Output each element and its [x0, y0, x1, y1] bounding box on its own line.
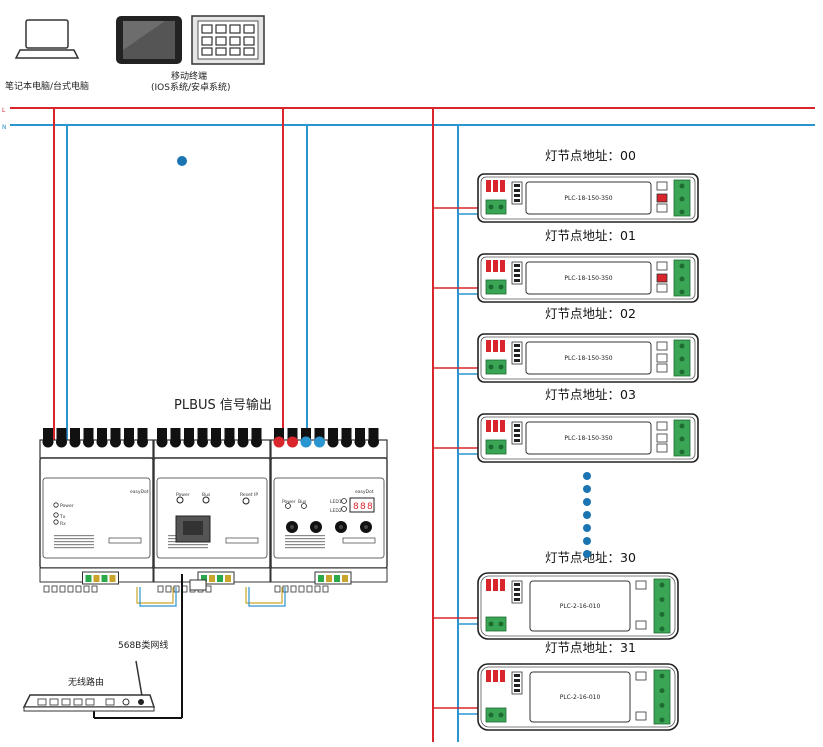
mobile-label: 移动终端 — [171, 70, 207, 82]
node-address-label: 灯节点地址：31 — [545, 640, 636, 655]
led-indicator — [341, 506, 347, 512]
controller-module-left — [39, 428, 154, 593]
right-bus-label: Bus — [298, 499, 307, 505]
left-rx-label: Rx — [60, 521, 66, 527]
left-tx-label: Tx — [59, 514, 66, 520]
node-address-label: 灯节点地址：03 — [545, 387, 636, 402]
mid-bus-label: Bus — [202, 492, 211, 498]
segment-display — [349, 497, 375, 513]
wall-panel-icon — [191, 15, 265, 65]
cable-label: 568B类网线 — [118, 639, 168, 651]
continuation-dot — [583, 485, 591, 493]
right-power-label: Power — [282, 499, 296, 505]
left-power-label: Power — [60, 503, 74, 509]
tablet-icon — [116, 16, 182, 64]
svg-text:8: 8 — [353, 502, 359, 512]
node-model-label: PLC-2-16-010 — [560, 603, 601, 610]
led-indicator — [285, 503, 291, 509]
led-indicator — [53, 502, 59, 508]
right-led2-label: LED2 — [330, 508, 342, 514]
continuation-dot — [583, 472, 591, 480]
continuation-dot — [583, 498, 591, 506]
laptop-label: 笔记本电脑/台式电脑 — [5, 80, 89, 92]
node-model-label: PLC-18-150-350 — [564, 355, 612, 362]
led-indicator — [176, 496, 184, 504]
mid-power-label: Power — [176, 492, 190, 498]
led-indicator — [53, 519, 59, 525]
mobile-sublabel: (IOS系统/安卓系统) — [151, 81, 231, 93]
neutral-label: N — [2, 124, 7, 131]
right-led1-label: LED1 — [330, 499, 342, 505]
node-model-label: PLC-18-150-350 — [564, 195, 612, 202]
node-address-label: 灯节点地址：00 — [545, 148, 636, 163]
router-icon — [22, 660, 156, 712]
continuation-dot — [583, 550, 591, 558]
node-model-label: PLC-2-16-010 — [560, 694, 601, 701]
continuation-dot — [583, 511, 591, 519]
led-indicator — [341, 498, 347, 504]
router-label: 无线路由 — [68, 676, 104, 688]
svg-text:8: 8 — [360, 502, 366, 512]
node-address-label: 灯节点地址：01 — [545, 228, 636, 243]
node-address-label: 灯节点地址：02 — [545, 306, 636, 321]
continuation-dot — [583, 537, 591, 545]
led-indicator — [301, 503, 307, 509]
mid-reset-label: Reset IP — [240, 492, 258, 498]
laptop-icon — [14, 19, 80, 59]
svg-text:8: 8 — [367, 502, 373, 512]
led-indicator — [242, 497, 250, 505]
node-model-label: PLC-18-150-350 — [564, 435, 612, 442]
led-indicator — [202, 496, 210, 504]
isolated-dot — [177, 156, 187, 166]
left-brand: easyDot — [130, 489, 149, 495]
right-brand: easyDot — [355, 489, 374, 495]
live-label: L — [2, 107, 6, 114]
node-address-label: 灯节点地址：30 — [545, 550, 636, 565]
gateway-module-middle — [153, 428, 271, 593]
led-indicator — [53, 512, 59, 518]
bus-title: PLBUS 信号输出 — [174, 397, 272, 413]
node-model-label: PLC-18-150-350 — [564, 275, 612, 282]
ethernet-port — [175, 515, 211, 543]
continuation-dot — [583, 524, 591, 532]
